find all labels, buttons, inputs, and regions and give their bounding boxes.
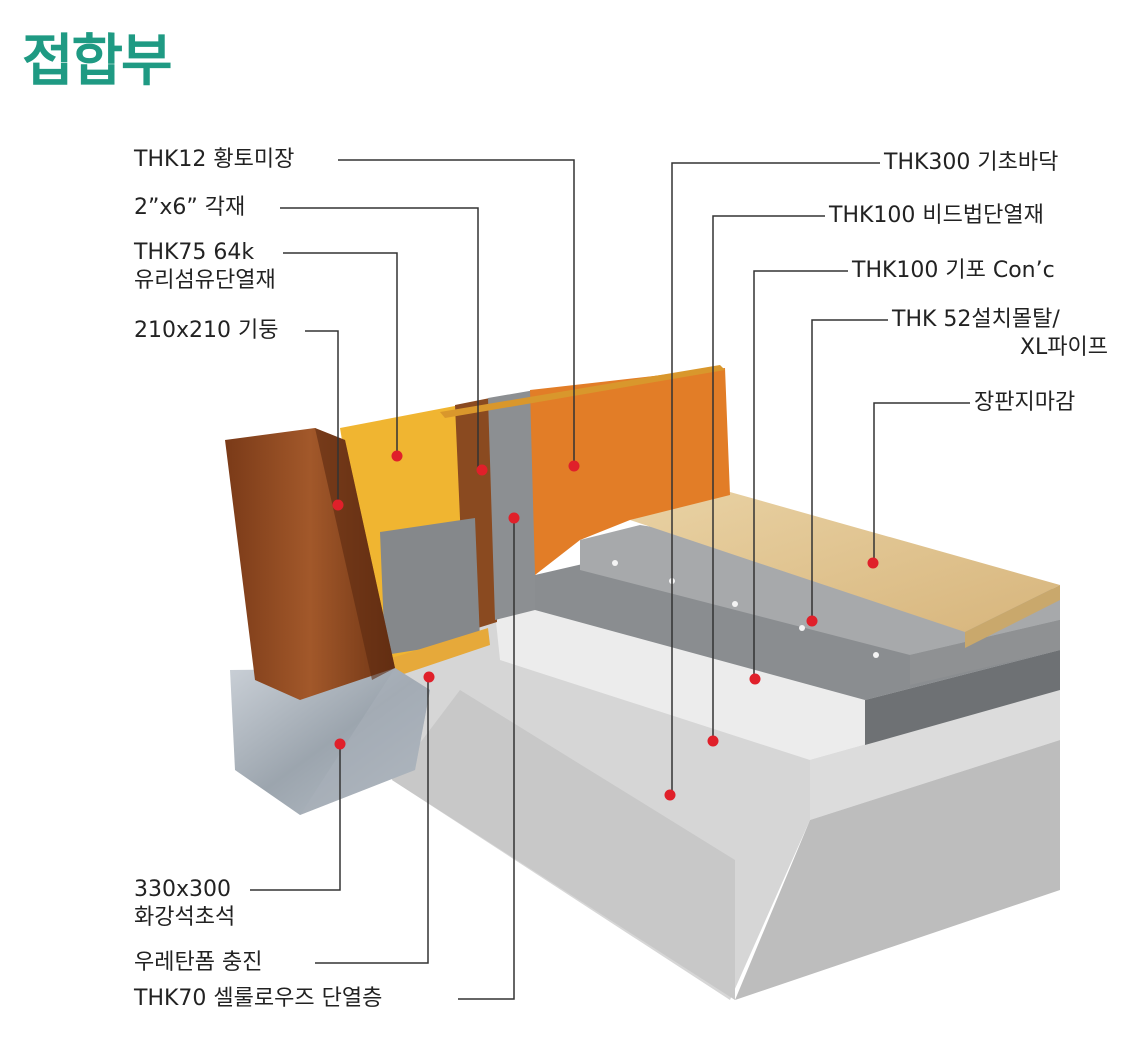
- marker-clay-plaster: [568, 460, 580, 472]
- label-urethane-fill: 우레탄폼 충진: [134, 950, 263, 975]
- label-glass-wool-line1: THK75 64k: [134, 240, 255, 265]
- marker-post: [332, 499, 344, 511]
- label-glass-wool-line2: 유리섬유단열재: [134, 268, 276, 293]
- label-foam-concrete: THK100 기포 Con’c: [852, 258, 1055, 283]
- page-title: 접합부: [22, 29, 173, 94]
- leader-l2: [280, 207, 479, 470]
- leader-r5: [873, 402, 970, 563]
- markers: [332, 450, 879, 801]
- granite-base-stone: [230, 668, 430, 815]
- label-mortar-line2: XL파이프: [1019, 335, 1108, 360]
- marker-cellulose: [508, 512, 520, 524]
- label-base-stone-line1: 330x300: [134, 877, 232, 902]
- marker-glass-wool: [391, 450, 403, 462]
- label-cellulose: THK70 셀룰로우즈 단열층: [134, 986, 383, 1011]
- leader-lines: [250, 159, 970, 1000]
- leader-l4: [305, 330, 339, 505]
- marker-floor: [867, 557, 879, 569]
- leader-b1: [250, 744, 341, 891]
- leader-r3: [753, 270, 848, 679]
- leader-l1: [338, 159, 575, 466]
- floor-finish: [630, 492, 1060, 648]
- wood-post: [225, 428, 395, 700]
- leader-r4: [811, 319, 888, 621]
- leader-r1: [671, 162, 880, 795]
- label-foundation-floor: THK300 기초바닥: [884, 150, 1059, 175]
- wall-layers: [340, 365, 730, 678]
- marker-urethane: [423, 671, 435, 683]
- label-base-stone-line2: 화강석초석: [134, 905, 236, 930]
- leader-b3: [458, 518, 515, 1000]
- marker-mortar: [806, 615, 818, 627]
- label-post: 210x210 기둥: [134, 318, 279, 343]
- leader-r2: [712, 215, 825, 741]
- label-mortar-line1: THK 52설치몰탈/: [892, 307, 1060, 332]
- marker-foundation: [664, 789, 676, 801]
- marker-stud: [476, 464, 488, 476]
- label-bead-insulation: THK100 비드법단열재: [829, 203, 1044, 228]
- marker-bead: [707, 735, 719, 747]
- label-stud: 2”x6” 각재: [134, 195, 246, 220]
- marker-foam-concrete: [749, 673, 761, 685]
- leader-b2: [315, 677, 429, 964]
- leader-l3: [283, 252, 398, 456]
- marker-base-stone: [334, 738, 346, 750]
- label-floor-finish: 장판지마감: [974, 390, 1076, 415]
- label-clay-plaster: THK12 황토미장: [134, 147, 295, 172]
